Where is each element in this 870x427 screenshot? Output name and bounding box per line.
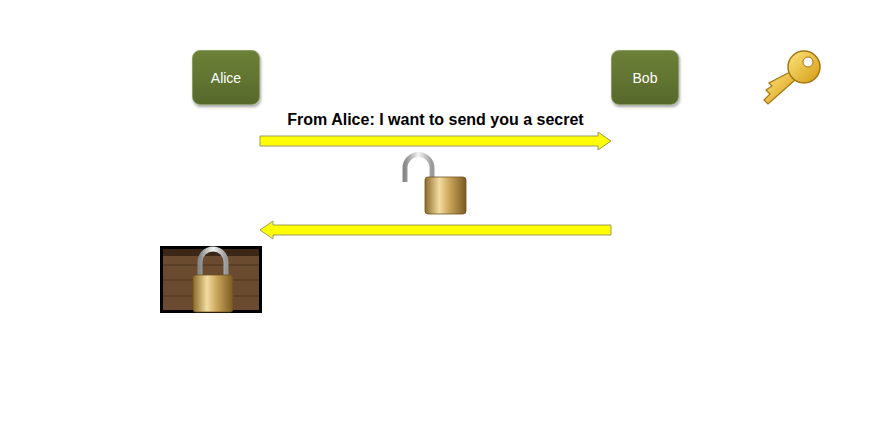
connector-layer [260, 132, 611, 239]
padlock-shackle [200, 249, 226, 278]
person-node: Bob [611, 50, 679, 240]
key-icon [764, 51, 820, 104]
message-label: From Alice: I want to send you a secret [287, 111, 583, 129]
locked-chest-icon [160, 246, 262, 313]
person-name: Bob [633, 70, 658, 86]
person-name: Alice [211, 70, 241, 86]
message-arrow [260, 221, 611, 239]
key-bow [788, 51, 820, 83]
key-hole [803, 57, 813, 67]
padlock-body [193, 275, 233, 312]
padlock-body [425, 177, 466, 214]
person-box: Bob [611, 50, 679, 105]
chest-frame [160, 246, 262, 313]
wood-grain [163, 265, 259, 266]
person-node: Alice [192, 50, 260, 240]
open-padlock-icon [405, 155, 466, 215]
key-shaft [764, 72, 795, 104]
message-arrow [260, 132, 611, 150]
person-box: Alice [192, 50, 260, 105]
